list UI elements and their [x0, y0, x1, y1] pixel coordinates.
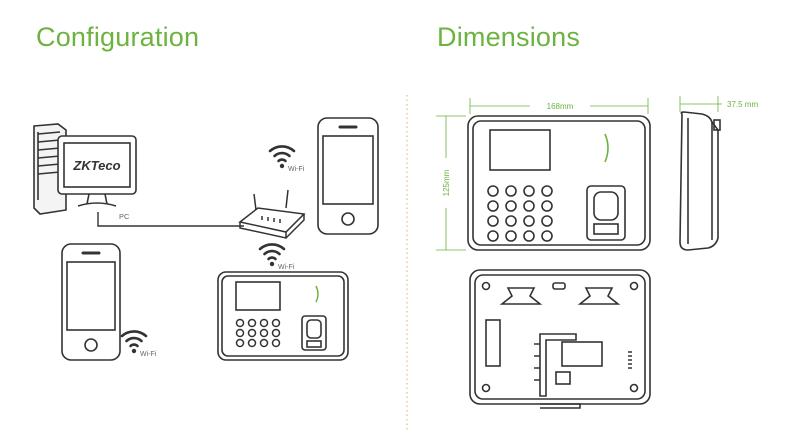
dimensions-heading: Dimensions: [437, 22, 581, 52]
time-attendance-terminal-icon: [217, 271, 349, 361]
width-dimension-line: [469, 98, 649, 114]
width-dimension-label: 168mm: [547, 102, 574, 111]
desktop-pc-icon: [33, 123, 137, 215]
wifi-label-router: Wi-Fi: [278, 264, 295, 271]
configuration-heading: Configuration: [36, 22, 200, 52]
wifi-label-phone: Wi-Fi: [140, 351, 157, 358]
terminal-back-view: [469, 269, 651, 409]
terminal-side-view: [679, 111, 721, 251]
zkteco-logo: ZKTeco: [72, 158, 120, 173]
height-dimension-label: 125mm: [442, 169, 451, 196]
terminal-front-view: [467, 115, 651, 251]
fingerprint-sensor-icon: [586, 185, 626, 241]
smartphone-icon: [317, 117, 379, 235]
depth-dimension-label: 37.5 mm: [727, 100, 758, 109]
keypad-icon: [487, 185, 553, 242]
wifi-icon: [268, 145, 296, 169]
depth-dimension-line: [679, 96, 722, 112]
smartphone-icon: [61, 243, 121, 361]
pc-label: PC: [119, 212, 130, 221]
wifi-icon: [120, 330, 148, 354]
router-icon: [238, 189, 306, 239]
keypad-icon: [235, 318, 281, 348]
wifi-icon: [258, 243, 286, 267]
ethernet-cable: [97, 212, 244, 227]
wifi-label-top: Wi-Fi: [288, 166, 305, 173]
height-dimension-line: [436, 115, 466, 251]
